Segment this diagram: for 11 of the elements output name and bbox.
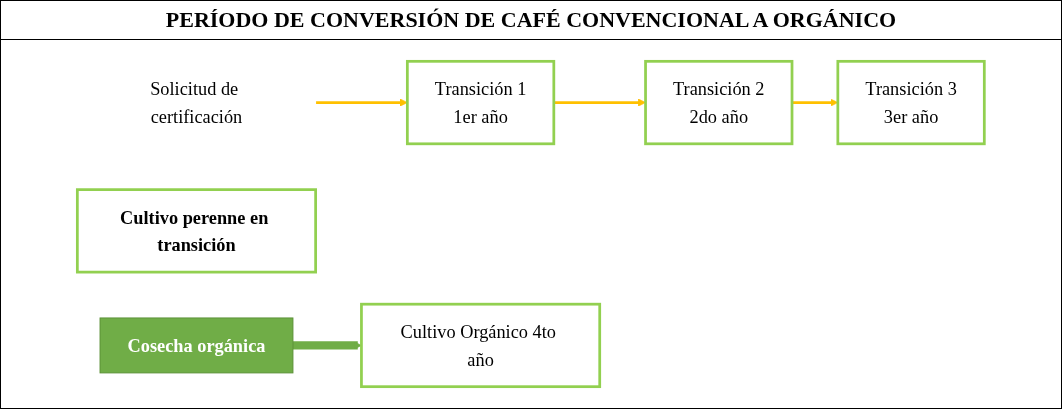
node-box: Cultivo Orgánico 4to año	[360, 302, 602, 389]
node-box: Transición 2 2do año	[644, 59, 794, 146]
node-box: Cosecha orgánica	[99, 317, 294, 374]
arrow	[293, 341, 362, 350]
node-text: Solicitud de certificación	[150, 78, 243, 127]
node-box: Transición 3 3er año	[836, 59, 986, 146]
node-box: Transición 1 1er año	[406, 59, 556, 146]
diagram-title: PERÍODO DE CONVERSIÓN DE CAFÉ CONVENCIONAL A ORGÁNICO	[1, 1, 1061, 40]
node-box: Cultivo perenne en transición	[76, 188, 318, 274]
arrow	[315, 98, 408, 107]
arrow	[792, 98, 839, 107]
